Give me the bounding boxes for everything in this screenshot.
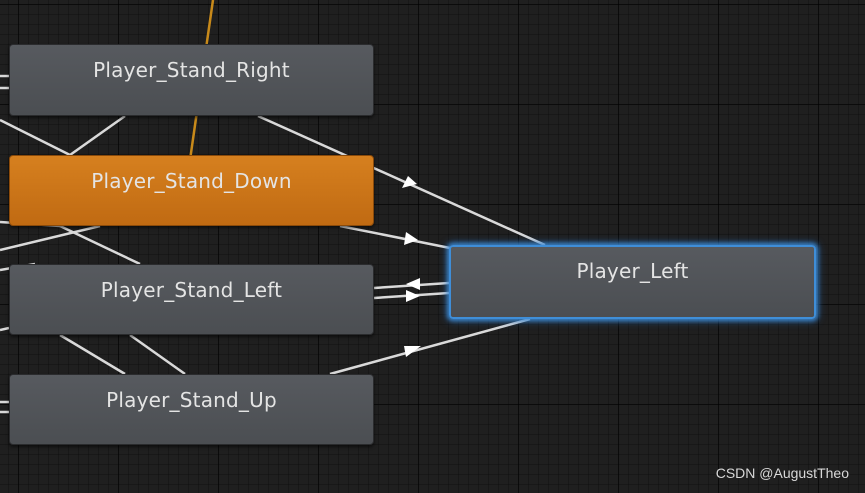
state-label: Player_Stand_Up [106, 388, 277, 412]
transition-line [0, 326, 10, 332]
transition-arrow [406, 290, 420, 302]
state-label: Player_Stand_Right [93, 58, 290, 82]
transition-stand-left-to-left [373, 281, 450, 290]
state-node-player-left[interactable]: Player_Left [449, 245, 816, 319]
transition-line [59, 333, 126, 376]
transition-arrow [404, 346, 421, 357]
transition-line [129, 333, 186, 376]
state-label: Player_Left [576, 259, 689, 283]
state-label: Player_Stand_Left [100, 278, 283, 302]
transition-stand-down-to-left [339, 224, 451, 250]
transition-line [69, 114, 126, 157]
state-node-player-stand-up[interactable]: Player_Stand_Up [9, 374, 374, 445]
transition-line [0, 118, 71, 157]
transition-arrow [404, 232, 418, 245]
watermark: CSDN @AugustTheo [715, 465, 849, 481]
state-node-player-stand-down[interactable]: Player_Stand_Down [9, 155, 374, 226]
transition-line [59, 224, 141, 266]
transition-arrow [402, 176, 417, 188]
state-node-player-stand-left[interactable]: Player_Stand_Left [9, 264, 374, 335]
state-label: Player_Stand_Down [91, 169, 292, 193]
transition-line [0, 224, 101, 252]
transition-arrow [406, 278, 420, 290]
transition-left-to-stand-left [373, 291, 450, 300]
state-node-player-stand-right[interactable]: Player_Stand_Right [9, 44, 374, 116]
